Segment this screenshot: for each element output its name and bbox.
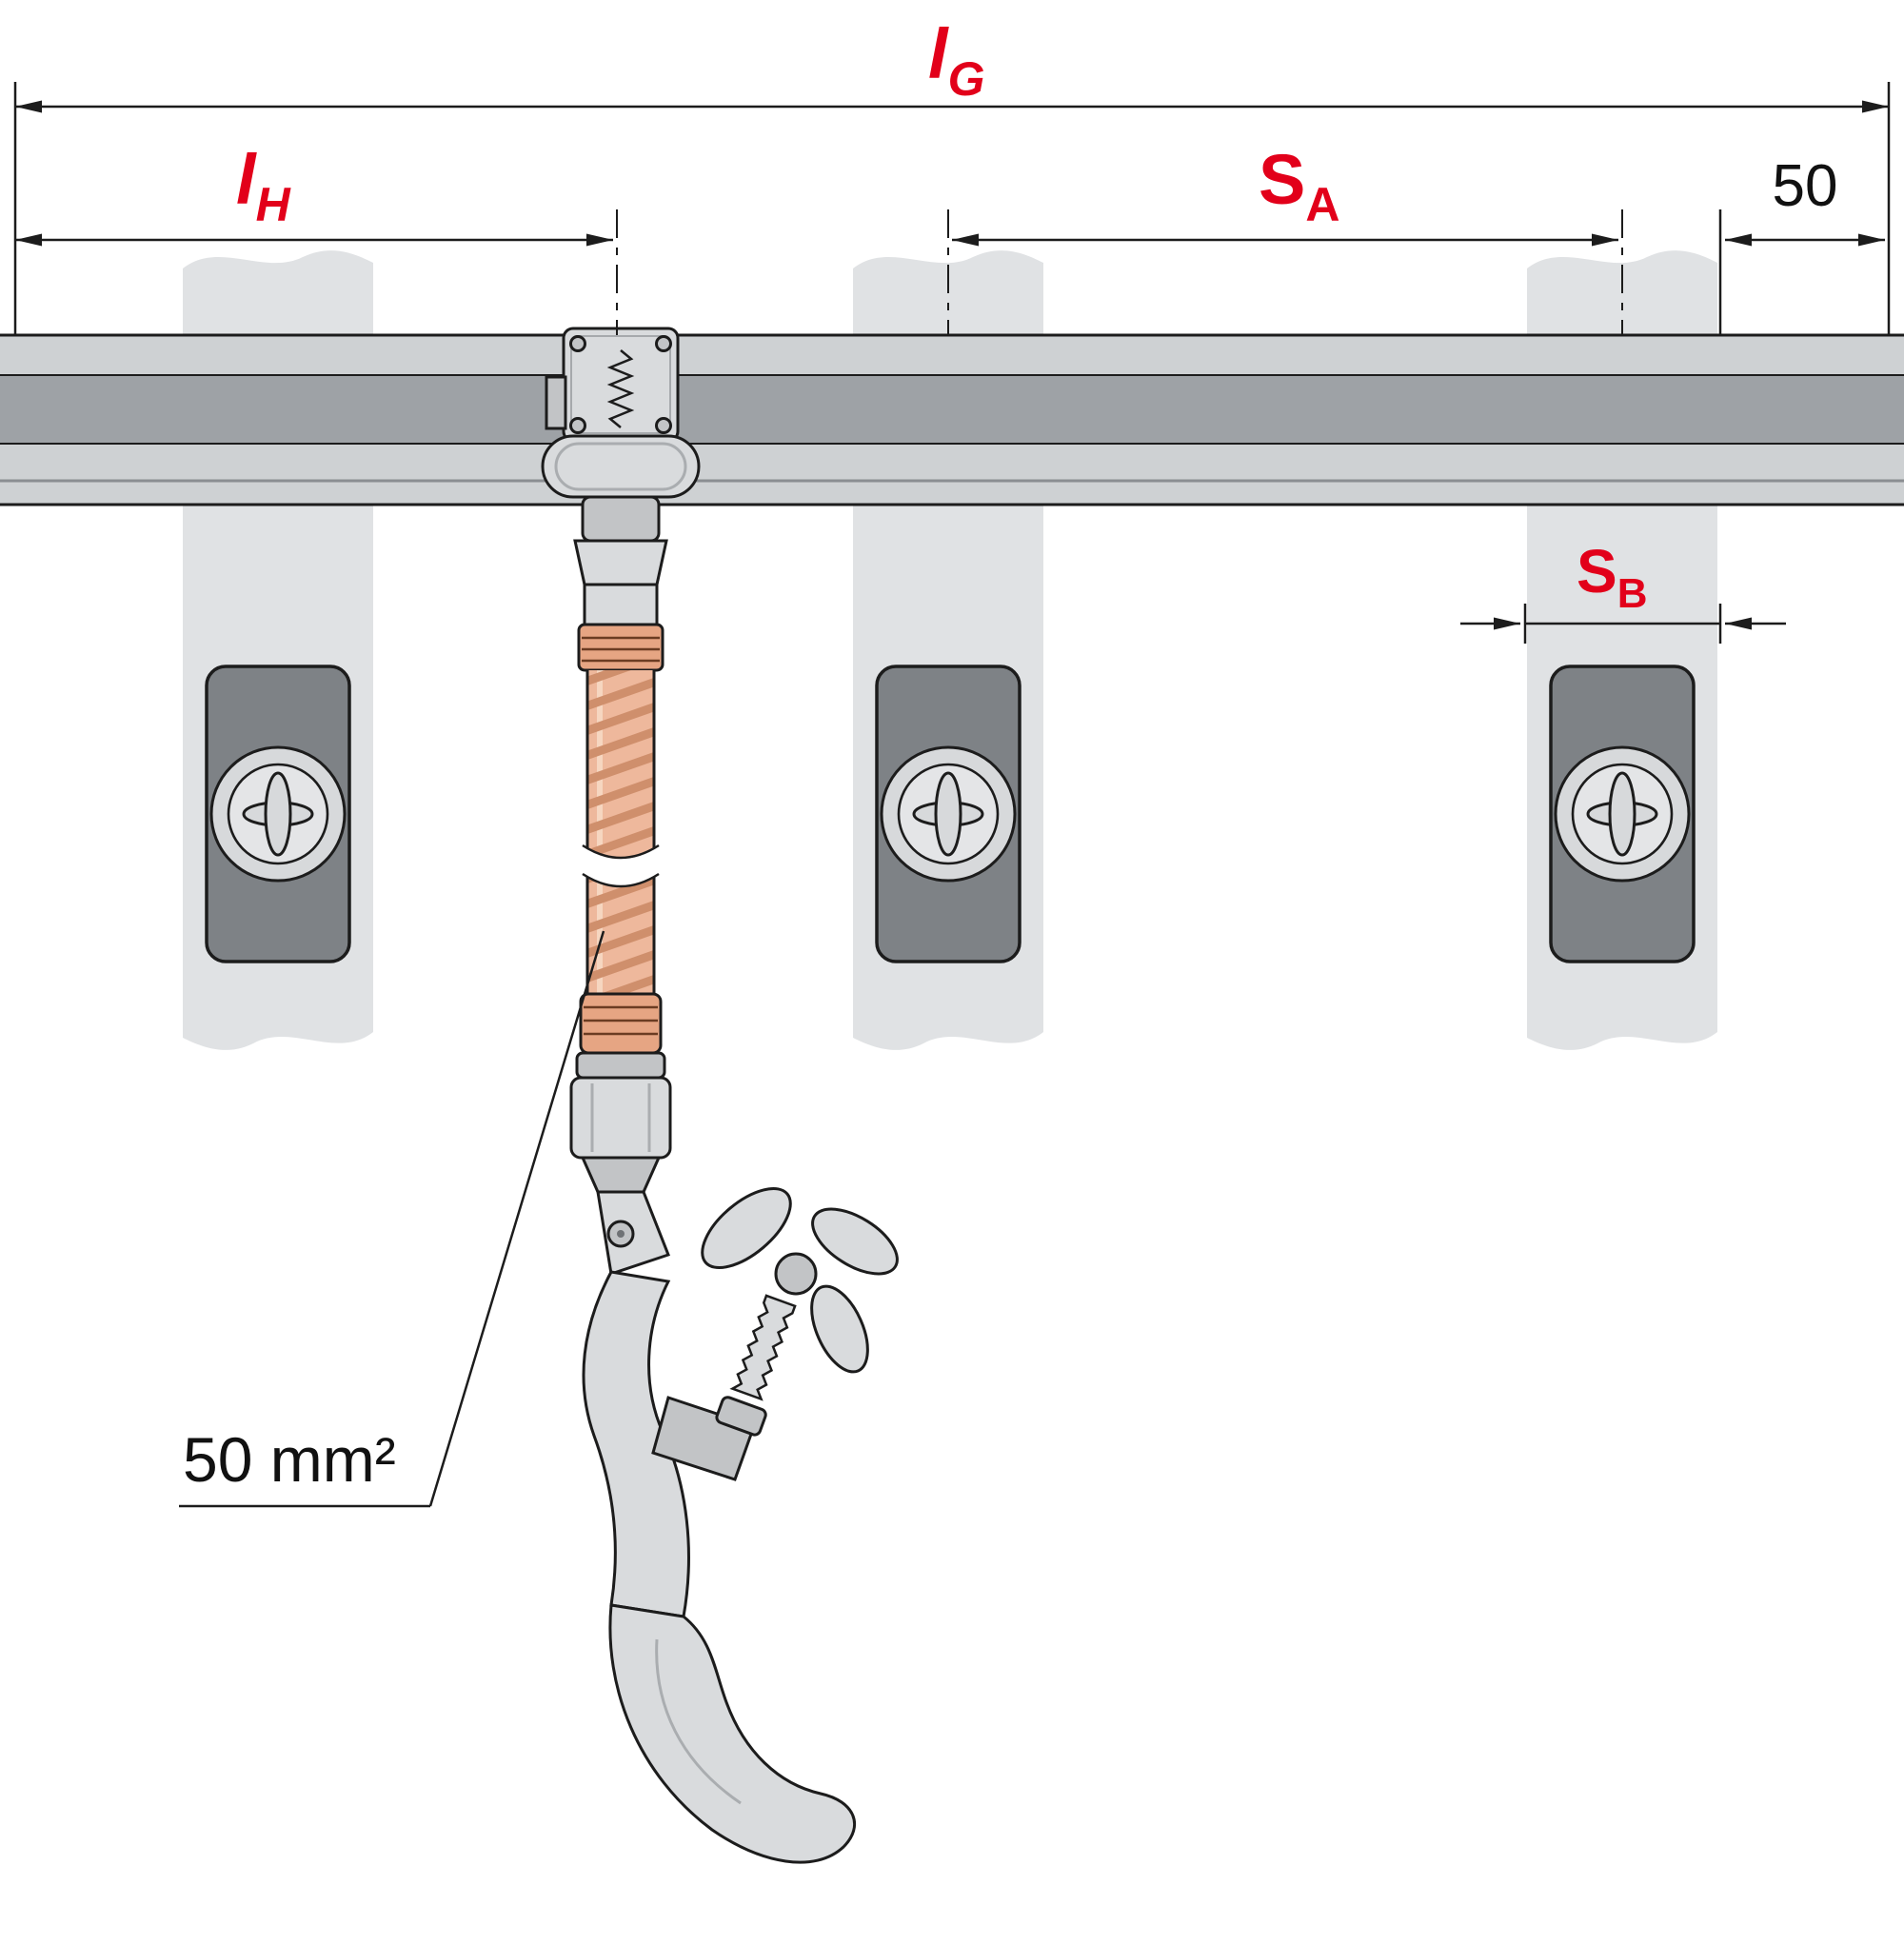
serration-spring (606, 349, 635, 428)
mount-screw-icon (569, 335, 586, 352)
dimension-lH (15, 209, 618, 335)
copper-cable (579, 670, 663, 1055)
holder-lock-1 (205, 665, 351, 963)
earthing-clamp (582, 1186, 899, 1864)
clamp-neck (583, 583, 659, 626)
holder-lock-3 (1549, 665, 1696, 963)
busbar-rail (0, 333, 1904, 506)
dimension-SA (947, 209, 1623, 335)
tensioning-wheel (541, 434, 701, 499)
rail-mount-clamp (541, 327, 701, 672)
dimension-label-lH: lH (236, 140, 291, 231)
clamp-cone (573, 539, 668, 586)
clamp-hook-foot (608, 1603, 856, 1864)
upper-cable-ferrule (577, 623, 664, 672)
dimension-SB (1460, 604, 1786, 644)
cable-cross-section-label: 50 mm² (183, 1424, 396, 1495)
wing-nut-hub (774, 1252, 818, 1296)
cable-end-connector (569, 1051, 672, 1194)
wing-nut (701, 1186, 899, 1374)
dimension-lG (13, 82, 1891, 335)
clamp-shaft (581, 495, 661, 543)
mount-latch (545, 375, 567, 430)
leader-cross-section (179, 930, 605, 1508)
dimension-label-50: 50 (1773, 153, 1838, 219)
dimension-50-end-offset (1718, 209, 1885, 335)
lower-cable-ferrule (579, 992, 663, 1055)
dimension-label-SB: SB (1577, 537, 1647, 617)
dimension-label-SA: SA (1259, 140, 1339, 231)
holder-lock-2 (875, 665, 1021, 963)
dimension-label-lG: lG (928, 14, 984, 106)
mount-screw-icon (569, 417, 586, 434)
mount-screw-icon (655, 417, 672, 434)
mount-screw-icon (655, 335, 672, 352)
threaded-spindle (729, 1294, 797, 1401)
pressure-pad (715, 1396, 767, 1437)
